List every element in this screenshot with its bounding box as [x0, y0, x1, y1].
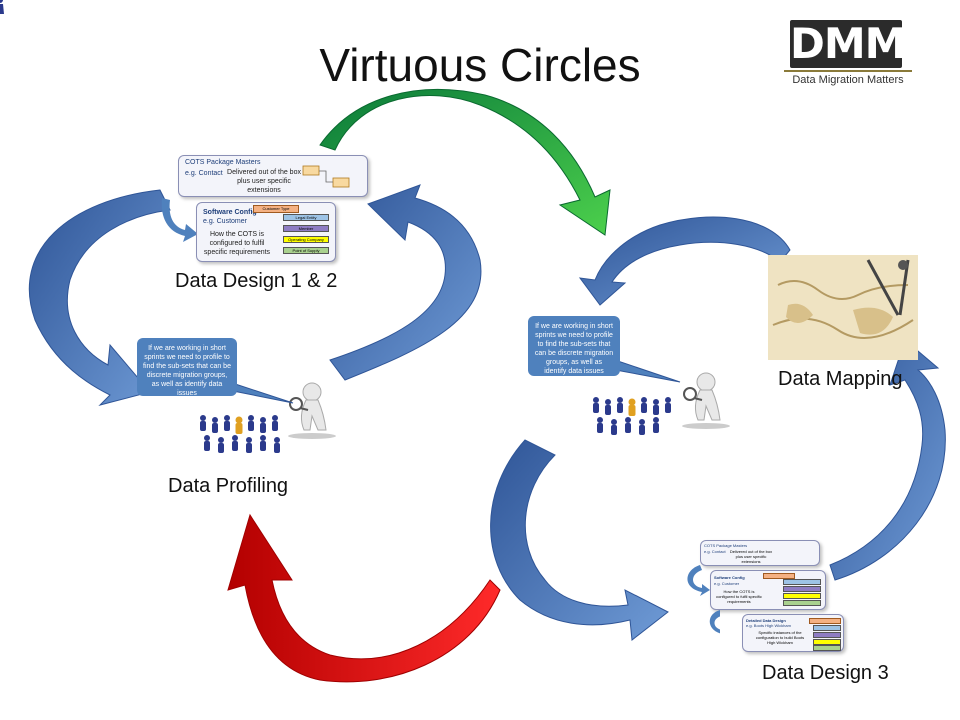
detailed-example: e.g. Boots High Wickham	[746, 623, 791, 628]
detailed-item	[813, 639, 841, 645]
config-example: e.g. Customer	[203, 218, 247, 225]
detailed-description: Specific instances of the configuration …	[755, 630, 805, 645]
people-crowd-left	[200, 415, 280, 453]
config-description: How the COTS is configured to fulfil spe…	[716, 589, 762, 604]
config-example: e.g. Customer	[714, 581, 740, 586]
software-config-card-small: Software Config e.g. Customer How the CO…	[710, 570, 826, 610]
logo-divider	[784, 70, 912, 72]
dmm-logo-letters: DMM	[790, 19, 906, 68]
config-description: How the COTS is configured to fulfil spe…	[203, 231, 271, 256]
profiling-note-bubble: If we are working in short sprints we ne…	[137, 338, 237, 397]
detailed-item	[813, 632, 841, 638]
detailed-design-card: Detailed Data Design e.g. Boots High Wic…	[742, 614, 844, 652]
config-tag: Customer Type	[253, 205, 299, 213]
profiling-note-bubble-right: If we are working in short sprints we ne…	[528, 316, 620, 376]
config-item: Operating Company	[283, 236, 329, 243]
config-tag	[763, 573, 795, 579]
entity-diagram-icon	[302, 165, 350, 188]
config-item	[783, 600, 821, 606]
people-crowd-right	[593, 397, 671, 435]
detailed-item	[813, 645, 841, 651]
config-item	[783, 593, 821, 599]
software-config-card: Software Config e.g. Customer How the CO…	[196, 202, 336, 262]
stage-label-data-profiling: Data Profiling	[168, 475, 289, 497]
stage-label-data-design-12: Data Design 1 & 2	[175, 270, 338, 292]
stage-label-data-mapping: Data Mapping	[778, 368, 903, 390]
cots-heading: COTS Package Masters	[704, 543, 748, 548]
config-item: Legal Entity	[283, 214, 329, 221]
arrow-design3-to-profiling	[227, 513, 501, 683]
cots-description: Delivered out of the box plus user speci…	[729, 549, 773, 564]
map-image	[768, 255, 918, 360]
small-cycle-arrows	[687, 565, 720, 638]
arrow-masters-to-config	[161, 198, 198, 242]
detailed-heading: Detailed Data Design	[746, 618, 786, 623]
arrow-design-to-mapping	[319, 89, 611, 236]
detailed-tag	[809, 618, 841, 624]
arrow-design-to-profiling	[29, 189, 171, 406]
config-item: Member	[283, 225, 329, 232]
slide-title: Virtuous Circles	[319, 39, 641, 91]
arrow-design3-to-mapping	[829, 339, 946, 581]
dmm-logo	[790, 20, 902, 68]
arrow-mapping-to-profiling	[578, 216, 791, 306]
cots-masters-card-small: COTS Package Masters e.g. Contact Delive…	[700, 540, 820, 566]
detailed-item	[813, 625, 841, 631]
config-heading: Software Config	[203, 209, 257, 216]
cots-example: e.g. Contact	[185, 170, 223, 177]
config-item: Point of Supply	[283, 247, 329, 254]
arrow-profiling-to-design	[329, 184, 482, 381]
config-item	[783, 579, 821, 585]
arrow-profiling-to-design3	[490, 439, 669, 641]
config-heading: Software Config	[714, 575, 745, 580]
stage-label-data-design-3: Data Design 3	[762, 662, 889, 684]
cots-heading: COTS Package Masters	[185, 159, 261, 166]
cots-description: Delivered out of the box plus user speci…	[227, 169, 301, 194]
config-item	[783, 586, 821, 592]
magnifier-person-icon	[682, 372, 730, 429]
cots-example: e.g. Contact	[704, 549, 726, 554]
cots-masters-card: COTS Package Masters e.g. Contact Delive…	[178, 155, 368, 197]
people-crowd-left	[0, 0, 4, 14]
magnifier-person-icon	[288, 382, 336, 439]
dmm-logo-tagline: Data Migration Matters	[792, 74, 904, 86]
